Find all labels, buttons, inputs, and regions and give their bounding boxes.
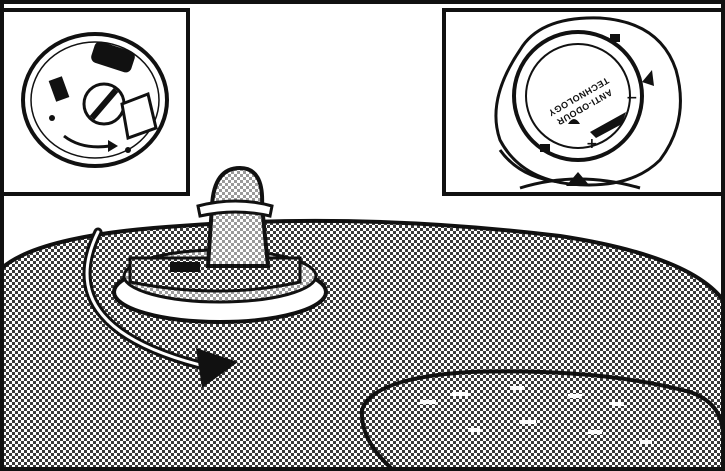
dial-pointer-icon xyxy=(642,70,654,86)
level-wedge-icon xyxy=(590,112,626,138)
knob-flange xyxy=(196,199,274,218)
dial-minus: − xyxy=(626,90,638,106)
dial-underside-icon xyxy=(21,32,169,168)
rotate-arrow-highlight xyxy=(85,230,214,370)
recessed-panel xyxy=(359,369,725,471)
odour-icon xyxy=(568,119,580,124)
dial-plus: + xyxy=(586,136,598,152)
knob-slot xyxy=(170,262,200,272)
knob-icon xyxy=(205,165,271,268)
rotate-arrowhead-icon xyxy=(196,348,238,388)
inset-top-right: ANTI-ODOUR TECHNOLOGY + − xyxy=(442,8,725,196)
main-scene xyxy=(0,165,725,471)
inset-top-left xyxy=(0,8,190,196)
panel-dashes xyxy=(420,386,652,444)
adjustment-dial-icon: ANTI-ODOUR TECHNOLOGY + − xyxy=(512,30,654,162)
